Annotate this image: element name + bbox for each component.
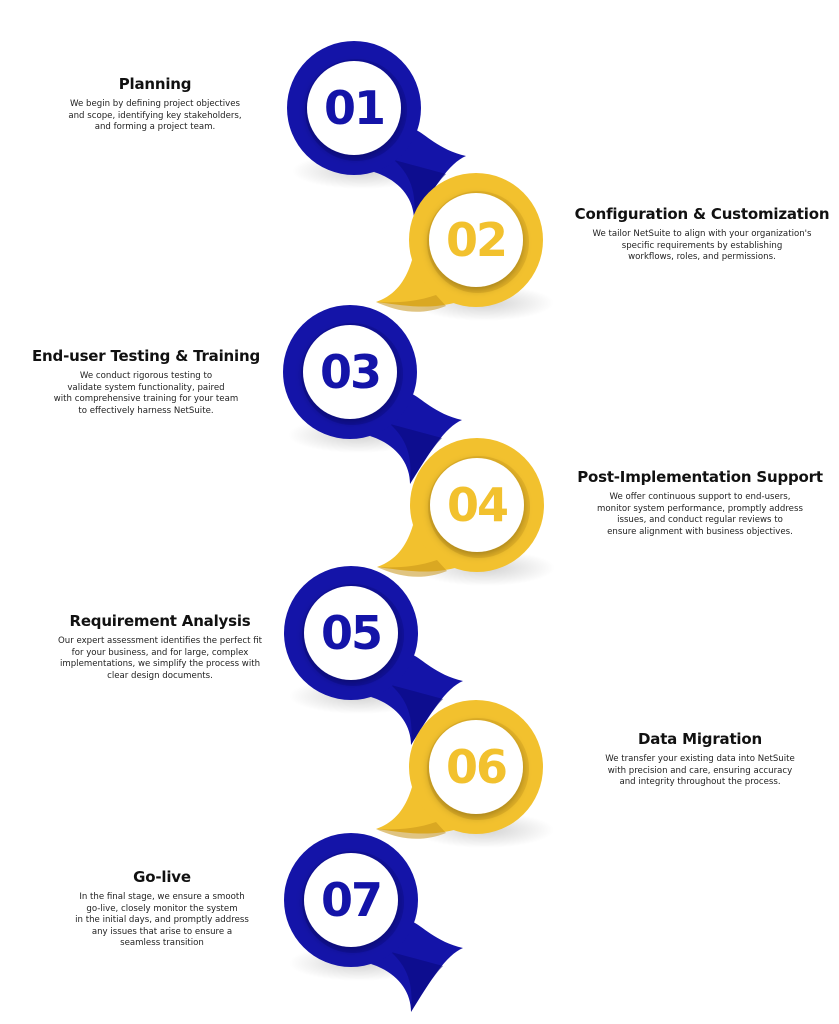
description-line: We begin by defining project objectives (70, 99, 240, 109)
description-line: and forming a project team. (94, 122, 216, 132)
step-description: We tailor NetSuite to align with your or… (567, 229, 837, 264)
connector-shade-04 (377, 560, 447, 577)
step-nodes: 01 02 03 04 05 06 07 (283, 41, 544, 967)
step-number: 06 (446, 740, 506, 794)
connector-shade-05 (391, 685, 443, 745)
description-line: implementations, we simplify the process… (59, 659, 261, 669)
description-line: to effectively harness NetSuite. (78, 405, 214, 416)
description-line: and integrity throughout the process. (619, 777, 781, 787)
inner-disc (429, 193, 523, 287)
step-number: 01 (324, 81, 384, 135)
step-description: We transfer your existing data into NetS… (565, 754, 835, 789)
step-node-07: 07 (284, 833, 418, 967)
step-node-03: 03 (283, 305, 417, 439)
step-title: Post-Implementation Support (577, 468, 823, 486)
description-line: workflows, roles, and permissions. (628, 252, 776, 262)
description-line: with precision and care, ensuring accura… (607, 765, 793, 776)
description-line: monitor system performance, promptly add… (597, 503, 803, 514)
description-line: We conduct rigorous testing to (79, 371, 213, 381)
step-number: 03 (320, 345, 380, 399)
step-title: Data Migration (638, 730, 762, 748)
connector-shade-01 (394, 160, 446, 220)
connector-tail-04 (377, 525, 455, 572)
step-06-text: Data Migration We transfer your existing … (565, 730, 835, 789)
inner-disc (303, 325, 397, 419)
description-line: In the final stage, we ensure a smooth (79, 892, 245, 902)
step-node-04: 04 (410, 438, 544, 572)
step-node-02: 02 (409, 173, 543, 307)
description-line: in the initial days, and promptly addres… (75, 915, 249, 925)
step-node-06: 06 (409, 700, 543, 834)
description-line: for your business, and for large, comple… (71, 647, 249, 658)
connector-tail-02 (376, 260, 454, 307)
inner-disc (304, 586, 398, 680)
step-number: 05 (321, 606, 381, 660)
connector-tail-06 (376, 787, 454, 834)
description-line: any issues that arise to ensure a (91, 926, 233, 937)
step-07-text: Go-live In the final stage, we ensure a s… (32, 868, 292, 950)
step-04-text: Post-Implementation Support We offer cont… (565, 468, 835, 538)
step-title: Configuration & Customization (574, 205, 830, 223)
inner-disc (307, 61, 401, 155)
connector-shade-07 (391, 952, 443, 1012)
connector-shade-02 (376, 295, 446, 312)
inner-disc (430, 458, 524, 552)
description-line: validate system functionality, paired (67, 382, 225, 393)
step-number: 07 (321, 873, 381, 927)
description-line: Our expert assessment identifies the per… (57, 636, 263, 646)
step-title: Go-live (133, 868, 191, 886)
description-line: and scope, identifying key stakeholders, (68, 110, 242, 121)
step-03-text: End-user Testing & Training We conduct ri… (16, 347, 276, 417)
step-title: Planning (118, 75, 192, 93)
description-line: We transfer your existing data into NetS… (605, 754, 795, 764)
inner-disc (304, 853, 398, 947)
description-line: specific requirements by establishing (621, 240, 783, 251)
step-title: Requirement Analysis (69, 612, 251, 630)
description-line: seamless transition (120, 938, 204, 948)
description-line: with comprehensive training for your tea… (53, 394, 239, 404)
step-node-05: 05 (284, 566, 418, 700)
description-line: issues, and conduct regular reviews to (617, 515, 783, 525)
description-line: We offer continuous support to end-users… (609, 492, 791, 502)
connector-shade-03 (390, 424, 442, 484)
connector-shade-06 (376, 822, 446, 839)
step-02-text: Configuration & Customization We tailor N… (567, 205, 837, 264)
step-number: 04 (447, 478, 507, 532)
description-line: go-live, closely monitor the system (86, 903, 238, 914)
step-node-01: 01 (287, 41, 421, 175)
step-description: We offer continuous support to end-users… (565, 492, 835, 538)
description-line: ensure alignment with business objective… (607, 526, 793, 537)
description-line: We tailor NetSuite to align with your or… (592, 229, 812, 239)
inner-disc (429, 720, 523, 814)
step-title: End-user Testing & Training (32, 347, 260, 365)
step-01-text: Planning We begin by defining project obj… (25, 75, 285, 134)
step-number: 02 (446, 213, 506, 267)
step-description: Our expert assessment identifies the per… (30, 636, 290, 682)
description-line: clear design documents. (107, 670, 213, 681)
